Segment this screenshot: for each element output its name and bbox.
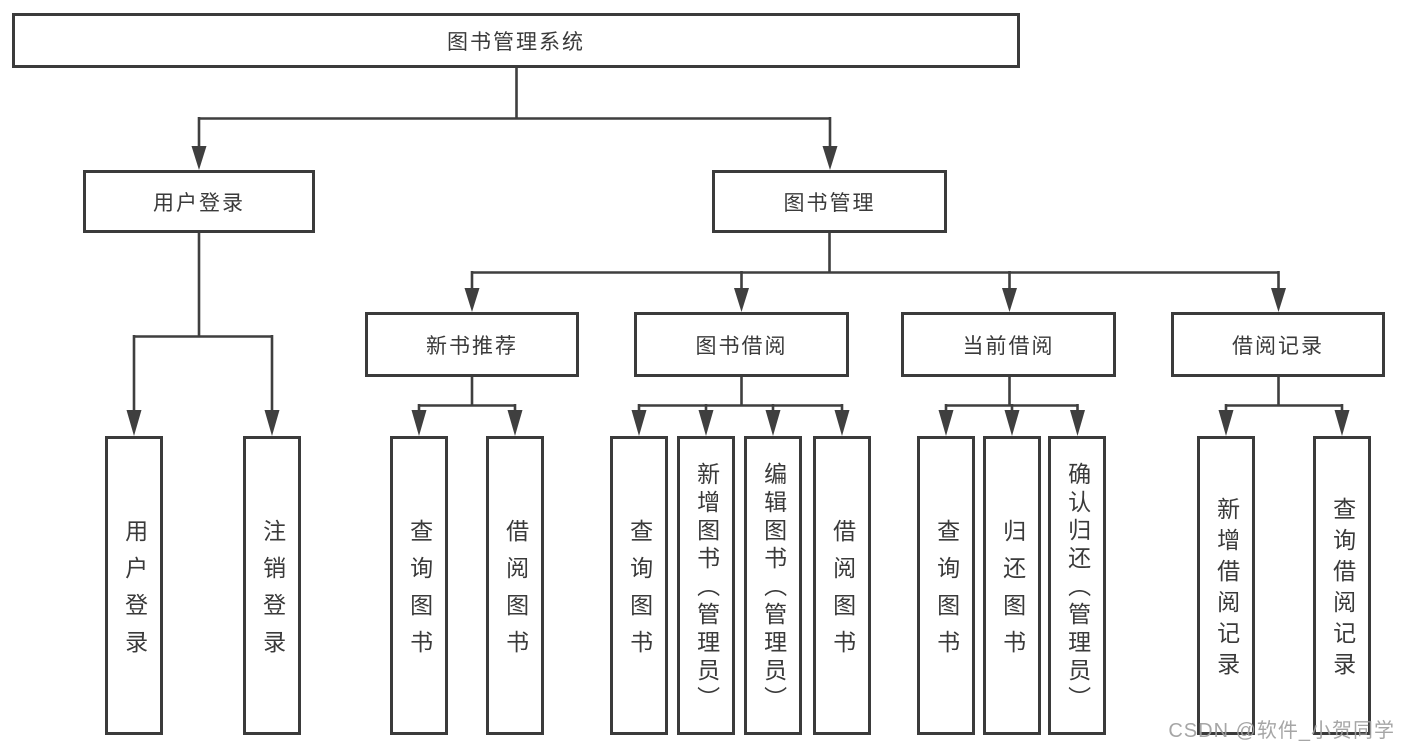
leaf-add-books-admin-label: 新增图书（管理员） <box>693 462 720 714</box>
node-book-management: 图书管理 <box>712 170 947 233</box>
leaf-query-books-current-label: 查询图书 <box>933 518 960 667</box>
leaf-confirm-return-admin-label: 确认归还（管理员） <box>1064 462 1091 714</box>
node-borrowing-records-label: 借阅记录 <box>1232 334 1324 358</box>
leaf-user-login: 用户登录 <box>105 436 163 735</box>
leaf-logout-label: 注销登录 <box>259 518 286 667</box>
leaf-user-login-label: 用户登录 <box>121 518 148 667</box>
leaf-query-books-borrowing-label: 查询图书 <box>626 518 653 667</box>
node-root-system: 图书管理系统 <box>12 13 1020 68</box>
leaf-query-books-recommend: 查询图书 <box>390 436 448 735</box>
leaf-borrow-books-label: 借阅图书 <box>829 518 856 667</box>
node-current-borrowing-label: 当前借阅 <box>962 334 1055 358</box>
leaf-borrow-books: 借阅图书 <box>813 436 871 735</box>
node-new-book-recommend: 新书推荐 <box>365 312 579 377</box>
node-borrowing-records: 借阅记录 <box>1171 312 1385 377</box>
leaf-return-books-label: 归还图书 <box>999 518 1026 667</box>
node-user-login: 用户登录 <box>83 170 315 233</box>
csdn-watermark: CSDN @软件_小贺同学 <box>1168 720 1395 742</box>
node-current-borrowing: 当前借阅 <box>901 312 1116 377</box>
leaf-add-books-admin: 新增图书（管理员） <box>677 436 735 735</box>
leaf-borrow-books-recommend: 借阅图书 <box>486 436 544 735</box>
node-root-label: 图书管理系统 <box>447 30 585 54</box>
leaf-add-borrow-record-label: 新增借阅记录 <box>1213 496 1240 683</box>
node-book-borrowing: 图书借阅 <box>634 312 849 377</box>
node-new-book-recommend-label: 新书推荐 <box>426 334 518 358</box>
leaf-query-books-current: 查询图书 <box>917 436 975 735</box>
node-user-login-label: 用户登录 <box>153 191 245 215</box>
leaf-edit-books-admin: 编辑图书（管理员） <box>744 436 802 735</box>
leaf-return-books: 归还图书 <box>983 436 1041 735</box>
leaf-borrow-books-recommend-label: 借阅图书 <box>502 518 529 667</box>
leaf-query-books-recommend-label: 查询图书 <box>406 518 433 667</box>
leaf-query-borrow-record-label: 查询借阅记录 <box>1329 496 1356 683</box>
leaf-confirm-return-admin: 确认归还（管理员） <box>1048 436 1106 735</box>
leaf-query-books-borrowing: 查询图书 <box>610 436 668 735</box>
leaf-edit-books-admin-label: 编辑图书（管理员） <box>760 462 787 714</box>
leaf-logout: 注销登录 <box>243 436 301 735</box>
leaf-add-borrow-record: 新增借阅记录 <box>1197 436 1255 735</box>
leaf-query-borrow-record: 查询借阅记录 <box>1313 436 1371 735</box>
node-book-management-label: 图书管理 <box>783 191 876 215</box>
node-book-borrowing-label: 图书借阅 <box>695 334 788 358</box>
